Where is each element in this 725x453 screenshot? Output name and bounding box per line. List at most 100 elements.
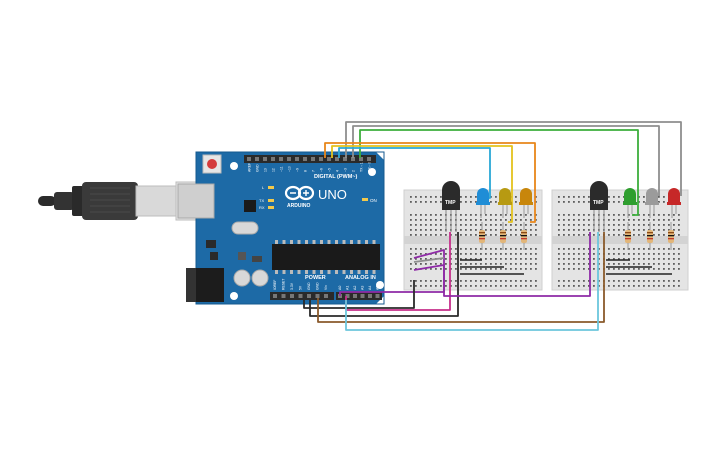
- led[interactable]: [667, 188, 681, 218]
- digital-pin[interactable]: [327, 157, 331, 161]
- digital-pin-label: 13: [264, 168, 268, 172]
- digital-header-label: DIGITAL (PWM~): [314, 174, 358, 180]
- power-header-label: POWER: [305, 275, 326, 281]
- digital-pin-label: ~5: [328, 168, 332, 172]
- digital-pin[interactable]: [295, 157, 299, 161]
- power-pin-label: RESET: [282, 279, 286, 290]
- wire-light-blue: [345, 232, 599, 331]
- crystal: [231, 221, 259, 235]
- temperature-sensor-right[interactable]: TMP: [590, 181, 608, 232]
- power-pin[interactable]: [315, 294, 320, 298]
- analog-pin-label: A1: [346, 286, 350, 290]
- digital-pin[interactable]: [247, 157, 251, 161]
- mounting-hole: [368, 168, 376, 176]
- digital-pin-label: AREF: [248, 163, 252, 172]
- sensor-label: TMP: [593, 200, 604, 206]
- analog-pin-label: A4: [368, 286, 372, 290]
- digital-pin-label: ~11: [280, 166, 284, 172]
- analog-pin-label: A2: [353, 286, 357, 290]
- digital-pin-label: 4: [336, 170, 340, 172]
- wire-yellow: [331, 145, 513, 223]
- power-pin[interactable]: [273, 294, 277, 298]
- temperature-sensor-left[interactable]: TMP: [442, 181, 460, 232]
- wire-black: [309, 232, 459, 317]
- digital-pin[interactable]: [359, 157, 363, 161]
- rx-led: [268, 206, 274, 209]
- digital-pin-label: RX←0: [368, 162, 372, 172]
- model-name: UNO: [318, 187, 347, 202]
- led[interactable]: [623, 188, 637, 218]
- digital-pin-label: 8: [304, 170, 308, 172]
- power-pin[interactable]: [298, 294, 303, 298]
- digital-pin[interactable]: [303, 157, 307, 161]
- leds: [476, 188, 681, 218]
- resistor: [625, 230, 631, 243]
- led[interactable]: [498, 188, 512, 218]
- digital-pin[interactable]: [343, 157, 347, 161]
- resistor: [500, 230, 506, 243]
- digital-pin[interactable]: [263, 157, 267, 161]
- digital-pin[interactable]: [255, 157, 259, 161]
- wire-gray: [345, 121, 682, 196]
- analog-header-label: ANALOG IN: [345, 275, 376, 281]
- mounting-hole: [230, 292, 238, 300]
- led[interactable]: [476, 188, 490, 218]
- analog-pin-label: A5: [376, 286, 380, 290]
- usb-port: [177, 183, 215, 219]
- arduino-logo-icon: [284, 185, 315, 201]
- atmega-chip: [272, 244, 380, 270]
- digital-pin[interactable]: [287, 157, 291, 161]
- analog-pin[interactable]: [345, 294, 350, 298]
- arduino-uno-board[interactable]: L TX RX ON UNO ARDUINO DIGITAL (PWM~) PO…: [177, 151, 385, 305]
- l-label: L: [262, 185, 265, 190]
- reset-button[interactable]: [202, 154, 222, 174]
- resistor: [479, 230, 485, 243]
- digital-pin[interactable]: [271, 157, 275, 161]
- resistors: [479, 222, 674, 250]
- analog-pin-label: A3: [361, 286, 365, 290]
- digital-pin-label: ~6: [320, 168, 324, 172]
- digital-pin[interactable]: [311, 157, 315, 161]
- wire-green: [359, 129, 639, 216]
- power-pin[interactable]: [290, 294, 294, 298]
- digital-pin[interactable]: [319, 157, 323, 161]
- digital-pin-label: 12: [272, 168, 276, 172]
- analog-pin[interactable]: [368, 294, 372, 298]
- digital-pin[interactable]: [335, 157, 339, 161]
- power-pin-label: GND: [316, 282, 320, 290]
- power-pin[interactable]: [281, 294, 286, 298]
- wire-black-2: [303, 280, 415, 309]
- on-led: [362, 198, 368, 201]
- resistor: [668, 230, 674, 243]
- analog-pin-label: A0: [338, 286, 342, 290]
- digital-pin[interactable]: [279, 157, 283, 161]
- analog-pin[interactable]: [375, 294, 380, 298]
- power-pin[interactable]: [324, 294, 328, 298]
- wire-orange: [324, 142, 536, 223]
- wire-gray-gnd: [413, 257, 445, 263]
- digital-pin-label: ~3: [344, 168, 348, 172]
- digital-pin-label: GND: [256, 164, 260, 172]
- capacitor: [233, 269, 251, 287]
- rx-label: RX: [259, 205, 265, 210]
- analog-pin[interactable]: [360, 294, 365, 298]
- analog-header: [336, 292, 382, 300]
- power-pin-label: GND: [307, 282, 311, 290]
- power-pin[interactable]: [307, 294, 311, 298]
- led[interactable]: [519, 188, 533, 218]
- digital-pin[interactable]: [351, 157, 355, 161]
- analog-pin[interactable]: [353, 294, 357, 298]
- wires: [303, 121, 682, 331]
- tx-led: [268, 199, 274, 202]
- led[interactable]: [645, 188, 659, 218]
- digital-pin[interactable]: [367, 157, 371, 161]
- wire-gray-2: [352, 125, 660, 196]
- power-pin-label: IOREF: [273, 280, 277, 290]
- l-led: [268, 186, 274, 189]
- digital-pin-label: 2: [352, 170, 356, 172]
- power-pin-label: Vin: [324, 285, 328, 290]
- resistor: [647, 230, 653, 243]
- digital-pin-label: TX→1: [360, 162, 364, 172]
- breadboard-jumpers: [460, 259, 672, 275]
- power-pin-label: 3.3V: [290, 282, 294, 290]
